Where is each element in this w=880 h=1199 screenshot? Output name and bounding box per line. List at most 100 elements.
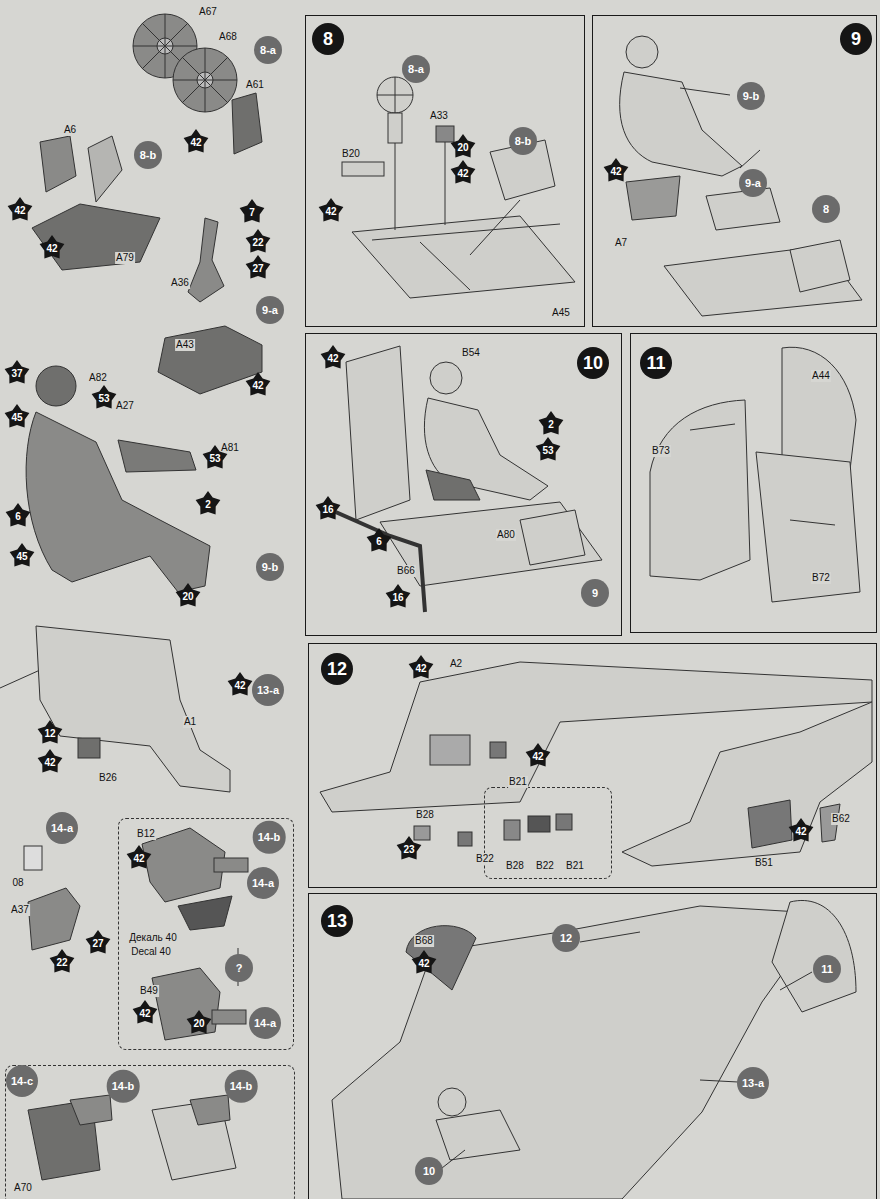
seat-pedal-parts: [88, 136, 122, 202]
step-number-shape: 8: [312, 23, 344, 55]
part-number-shape: A27: [115, 400, 135, 412]
paint-callout-shape: 7: [239, 199, 265, 225]
part-number: A43: [175, 339, 195, 351]
step11-art: [756, 452, 860, 602]
paint-star: [789, 818, 814, 842]
paint-star: [409, 655, 434, 679]
substep-callout: 11: [821, 963, 833, 975]
part-number-shape: A33: [429, 110, 449, 122]
paint-callout: 42: [190, 137, 201, 148]
substep-callout: 14-b: [258, 831, 281, 843]
part-number: A70: [13, 1182, 33, 1194]
substep-callout-shape: 8-a: [402, 55, 430, 83]
paint-callout-shape: 42: [788, 818, 814, 844]
paint-callout-shape: 53: [91, 385, 117, 411]
substep-callout: 14-a: [51, 822, 73, 834]
paint-callout-shape: 42: [132, 1000, 158, 1026]
stick-floor-parts: [158, 218, 262, 394]
paint-star: [187, 1010, 212, 1034]
paint-callout: 20: [182, 591, 193, 602]
part-number: B54: [461, 347, 481, 359]
paint-callout-shape: 37: [4, 360, 30, 386]
paint-star: [451, 160, 476, 184]
part-number: B28: [415, 809, 435, 821]
part-number-shape: A70: [13, 1182, 33, 1194]
paint-callout-shape: 16: [315, 496, 341, 522]
paint-callout: 42: [139, 1008, 150, 1019]
substep-callout-shape: 14-b: [107, 1070, 140, 1103]
paint-star: [526, 743, 551, 767]
step12-art: [556, 814, 572, 830]
paint-callout: 42: [418, 958, 429, 969]
paint-callout-shape: 42: [525, 743, 551, 769]
pilot-figure: [36, 366, 76, 406]
substep-callout: 12: [560, 932, 572, 944]
part-number-shape: A81: [220, 442, 240, 454]
paint-callout: 45: [11, 412, 22, 423]
paint-callout: 27: [92, 938, 103, 949]
part-number: B51: [754, 857, 774, 869]
paint-star: [50, 949, 75, 973]
paint-callout-shape: 42: [411, 950, 437, 976]
step9-art: [620, 36, 862, 316]
step8-art: [436, 126, 454, 142]
step10-art: [346, 346, 410, 520]
paint-callout: 16: [392, 592, 403, 603]
paint-callout: 42: [327, 353, 338, 364]
step-number-shape: 10: [577, 347, 609, 379]
substep-callout: 9: [592, 587, 598, 599]
substep-callout: 9-a: [262, 304, 278, 316]
step12-art: [430, 735, 470, 765]
paint-star: [412, 950, 437, 974]
part-number-shape: B22: [475, 853, 495, 865]
step12-art: [504, 820, 520, 840]
paint-callout-shape: 12: [37, 720, 63, 746]
part-number-shape: B73: [651, 445, 671, 457]
paint-star: [5, 360, 30, 384]
paint-star: [604, 158, 629, 182]
paint-star: [38, 749, 63, 773]
substep-callout: 8-b: [140, 149, 157, 161]
seat-pedal-parts: [32, 136, 160, 270]
step10-art: [430, 362, 462, 394]
part-number-shape: B28: [505, 860, 525, 872]
step-panel: 1042B54253166A80B66169: [305, 333, 622, 636]
part-number-shape: A1: [183, 716, 197, 728]
paint-callout: 6: [15, 511, 21, 522]
substep-callout: 8-b: [515, 135, 532, 147]
paint-callout-shape: 53: [202, 445, 228, 471]
step-number: 11: [646, 353, 665, 374]
part-number-shape: A7: [614, 237, 628, 249]
part-number: A61: [245, 79, 265, 91]
step9-art: [626, 36, 658, 68]
step-number: 13: [327, 911, 347, 932]
paint-callout: 45: [16, 551, 27, 562]
wheel-parts: [133, 14, 262, 154]
substep-callout: 14-b: [230, 1080, 253, 1092]
part-number-shape: B51: [754, 857, 774, 869]
paint-callout: 53: [98, 393, 109, 404]
part-number: A33: [429, 110, 449, 122]
stick-floor-parts: [158, 326, 262, 394]
part-number: B72: [811, 572, 831, 584]
stick-floor-parts: [188, 218, 224, 302]
gunsight-parts: [24, 846, 42, 870]
paint-callout-shape: 23: [396, 836, 422, 862]
part-number: B49: [139, 985, 159, 997]
gunsight-parts: [28, 888, 80, 950]
paint-star: [203, 445, 228, 469]
paint-callout: 53: [209, 453, 220, 464]
paint-callout: 23: [403, 844, 414, 855]
paint-callout-shape: 42: [227, 672, 253, 698]
part-number: A67: [198, 6, 218, 18]
paint-callout: 20: [457, 142, 468, 153]
step8-art: [377, 77, 413, 113]
paint-star: [321, 345, 346, 369]
paint-callout-shape: 42: [39, 235, 65, 261]
part-number: B62: [831, 813, 851, 825]
paint-star: [240, 199, 265, 223]
paint-star: [5, 404, 30, 428]
part-number: B66: [396, 565, 416, 577]
pilot-figure: [26, 412, 210, 592]
